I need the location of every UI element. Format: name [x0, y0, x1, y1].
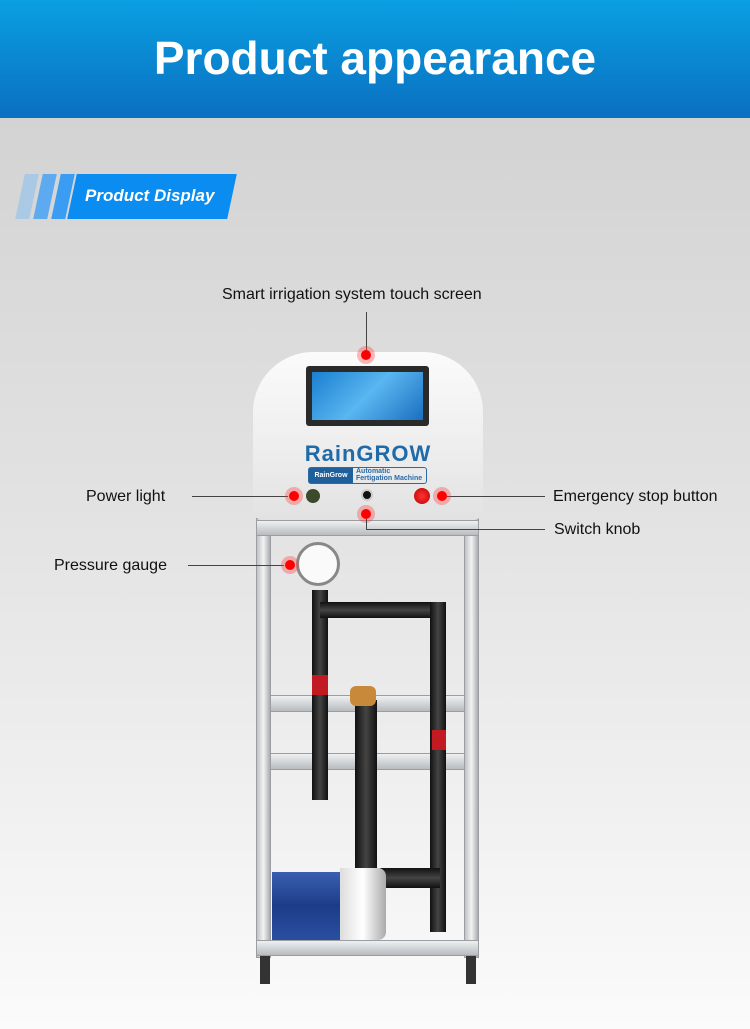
callout-touch-screen: Smart irrigation system touch screen	[222, 286, 482, 303]
callout-dot	[361, 350, 371, 360]
pressure-gauge	[296, 542, 340, 586]
header-banner: Product appearance	[0, 0, 750, 118]
callout-line	[192, 496, 288, 497]
callout-line	[447, 496, 545, 497]
callout-dot	[437, 491, 447, 501]
callout-dot	[361, 509, 371, 519]
callout-line	[366, 312, 367, 352]
callout-switch-knob: Switch knob	[554, 521, 641, 538]
touch-screen[interactable]	[306, 366, 429, 426]
section-badge-label: Product Display	[85, 186, 215, 205]
brand-logo: RainGROW	[304, 441, 432, 466]
callout-dot	[289, 491, 299, 501]
emergency-stop-button[interactable]	[414, 488, 430, 504]
callout-dot	[285, 560, 295, 570]
callout-line	[188, 565, 284, 566]
callout-emergency-stop: Emergency stop button	[553, 488, 718, 505]
callout-pressure-gauge: Pressure gauge	[54, 557, 167, 574]
page-title: Product appearance	[153, 32, 597, 84]
power-light	[306, 489, 320, 503]
switch-knob[interactable]	[361, 489, 373, 501]
callout-power-light: Power light	[86, 488, 166, 505]
brand-plate: RainGrow Automatic Fertigation Machine	[308, 467, 427, 484]
callout-line	[366, 519, 367, 530]
callout-line	[366, 529, 545, 530]
